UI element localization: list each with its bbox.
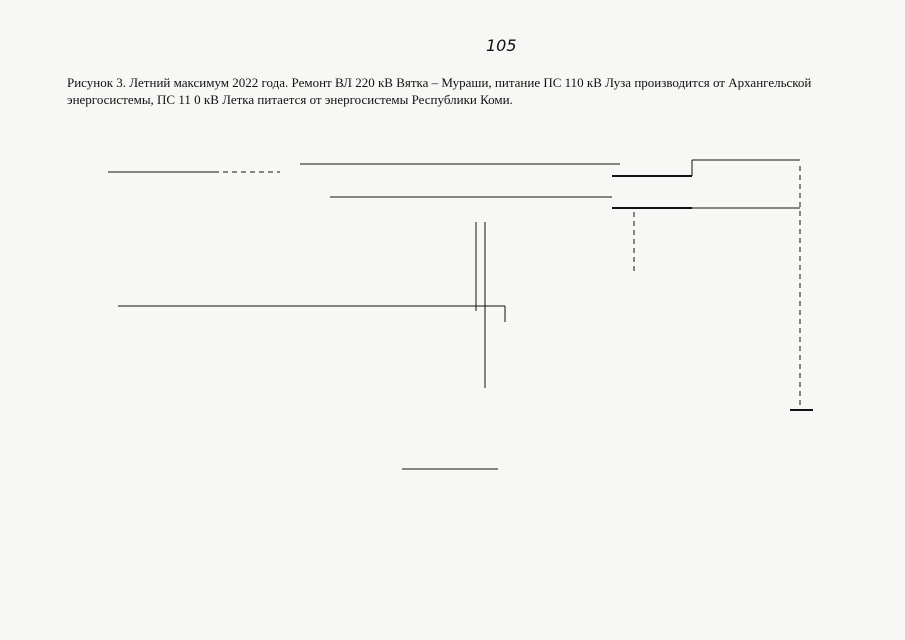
page-number: 105 — [486, 36, 517, 55]
figure-caption: Рисунок 3. Летний максимум 2022 года. Ре… — [67, 75, 812, 107]
